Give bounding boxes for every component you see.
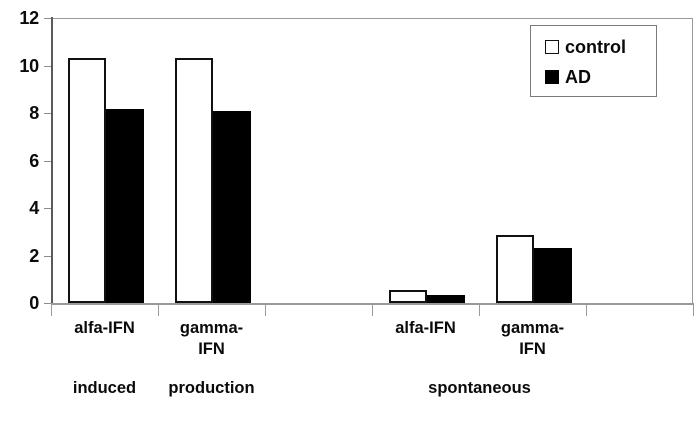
category-label-line: gamma- — [500, 319, 565, 337]
legend-label-control: control — [565, 37, 626, 57]
legend-item-ad: AD — [545, 62, 656, 92]
bar-control-4 — [496, 235, 534, 303]
plot-area — [51, 18, 693, 303]
legend-item-control: control — [545, 32, 656, 62]
x-axis-category-label: alfa-IFN — [372, 318, 479, 339]
y-axis-tick-label: 6 — [29, 151, 39, 171]
category-label-line: alfa-IFN — [395, 319, 456, 337]
x-axis-tick — [693, 305, 694, 316]
x-axis-tick — [51, 305, 52, 316]
x-axis-tick — [372, 305, 373, 316]
group-label: production — [168, 379, 255, 397]
legend-swatch-control-icon — [545, 40, 559, 54]
bar-ad-1 — [213, 111, 251, 303]
bar-ad-0 — [106, 109, 144, 303]
x-axis-tick — [265, 305, 266, 316]
y-axis-tick-label: 8 — [29, 103, 39, 123]
y-axis-tick — [44, 256, 51, 257]
category-label-line: gamma- — [179, 319, 244, 337]
category-label-line: alfa-IFN — [74, 319, 135, 337]
x-axis-category-label: gamma- IFN — [479, 318, 586, 360]
y-axis-tick-label: 4 — [29, 198, 39, 218]
y-axis-tick-label: 10 — [19, 56, 39, 76]
x-axis-category-label: gamma- IFN — [158, 318, 265, 360]
group-label: induced — [72, 379, 137, 397]
y-axis-tick — [44, 303, 51, 304]
legend-swatch-ad-icon — [545, 70, 559, 84]
y-axis-line — [51, 17, 53, 304]
category-label-line: IFN — [519, 340, 546, 358]
category-label-line: IFN — [198, 340, 225, 358]
x-axis-tick — [479, 305, 480, 316]
legend-label-ad: AD — [565, 67, 591, 87]
bar-control-1 — [175, 58, 213, 303]
x-axis-tick — [158, 305, 159, 316]
x-axis-line — [51, 303, 694, 305]
x-axis-tick — [586, 305, 587, 316]
y-axis-tick-label: 12 — [19, 8, 39, 28]
y-axis-tick-label: 0 — [29, 293, 39, 313]
group-label: spontaneous — [428, 379, 531, 397]
bar-control-3 — [389, 290, 427, 303]
bar-ad-3 — [427, 295, 465, 303]
legend: control AD — [530, 25, 657, 97]
y-axis-tick — [44, 18, 51, 19]
x-axis-category-label: alfa-IFN — [51, 318, 158, 339]
bar-control-0 — [68, 58, 106, 303]
y-axis-tick — [44, 113, 51, 114]
bar-ad-4 — [534, 248, 572, 303]
y-axis-tick — [44, 66, 51, 67]
y-axis-tick — [44, 208, 51, 209]
y-axis-tick-label: 2 — [29, 246, 39, 266]
y-axis-tick — [44, 161, 51, 162]
